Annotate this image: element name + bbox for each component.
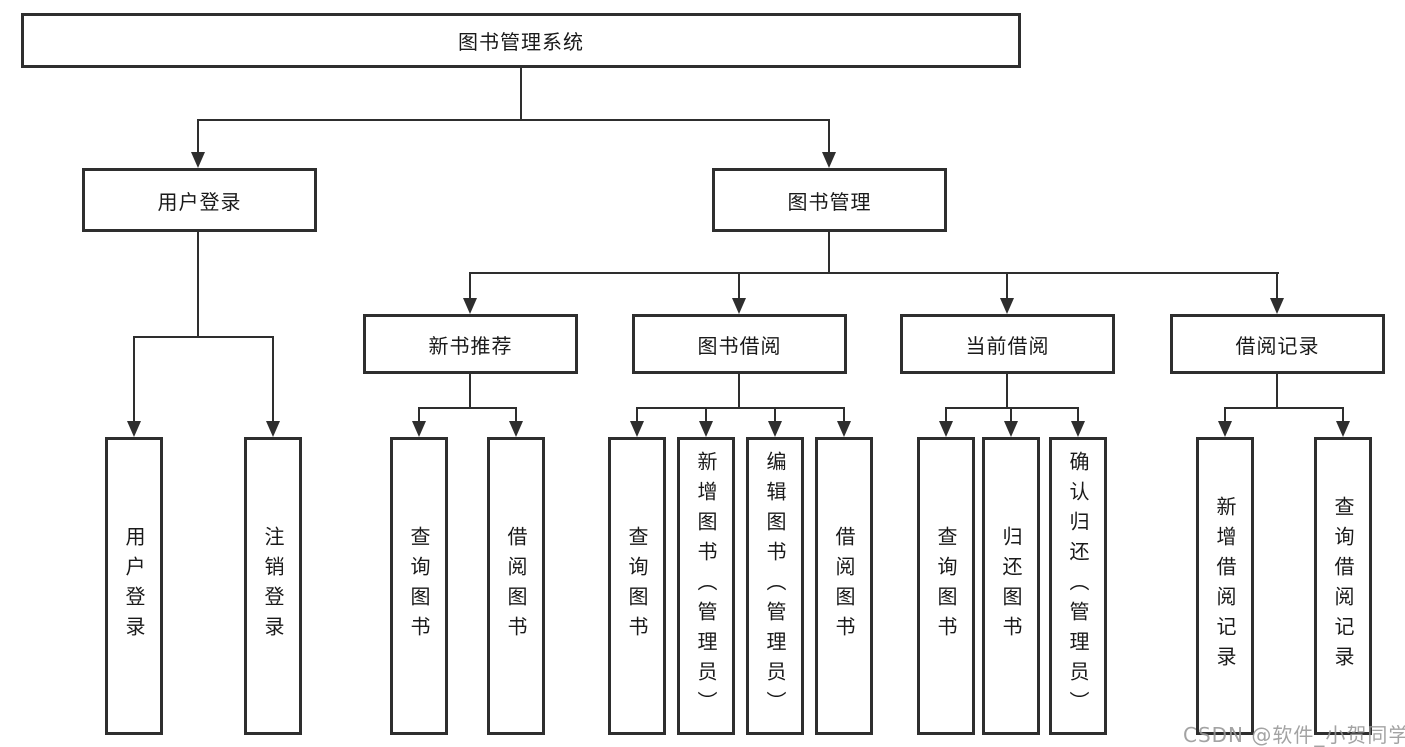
arrow-down-icon	[939, 421, 953, 437]
arrow-down-icon	[699, 421, 713, 437]
connector-vline	[843, 407, 845, 423]
node-user-login: 用户登录	[82, 168, 317, 232]
arrow-down-icon	[412, 421, 426, 437]
connector-hline	[1224, 407, 1344, 409]
arrow-down-icon	[1270, 298, 1284, 314]
connector-vline	[1006, 272, 1008, 302]
connector-vline	[705, 407, 707, 423]
connector-vline	[1010, 407, 1012, 423]
connector-vline	[469, 272, 471, 302]
leaf-label: 新增借阅记录	[1213, 496, 1237, 676]
connector-vline	[774, 407, 776, 423]
leaf-add-borrow-record: 新增借阅记录	[1196, 437, 1254, 735]
leaf-return-books: 归还图书	[982, 437, 1040, 735]
leaf-query-books-borrowing: 查询图书	[608, 437, 666, 735]
arrow-down-icon	[630, 421, 644, 437]
arrow-down-icon	[266, 421, 280, 437]
arrow-down-icon	[1071, 421, 1085, 437]
connector-vline	[1276, 272, 1278, 302]
node-root: 图书管理系统	[21, 13, 1021, 68]
connector-hline	[133, 336, 274, 338]
connector-vline	[515, 407, 517, 423]
leaf-borrow-books-recommend: 借阅图书	[487, 437, 545, 735]
connector-vline	[636, 407, 638, 423]
arrow-down-icon	[768, 421, 782, 437]
connector-vline	[1342, 407, 1344, 423]
connector-vline	[738, 272, 740, 302]
node-new-book-recommendation: 新书推荐	[363, 314, 578, 374]
leaf-label: 新增图书（管理员）	[694, 451, 718, 721]
leaf-borrow-books-borrowing: 借阅图书	[815, 437, 873, 735]
leaf-query-books-current: 查询图书	[917, 437, 975, 735]
leaf-label: 查询图书	[407, 526, 431, 646]
connector-hline	[197, 119, 830, 121]
connector-vline	[197, 232, 199, 336]
arrow-down-icon	[1004, 421, 1018, 437]
arrow-down-icon	[127, 421, 141, 437]
arrow-down-icon	[822, 152, 836, 168]
leaf-confirm-return-admin: 确认归还（管理员）	[1049, 437, 1107, 735]
node-book-borrowing: 图书借阅	[632, 314, 847, 374]
connector-vline	[828, 119, 830, 156]
arrow-down-icon	[732, 298, 746, 314]
arrow-down-icon	[1000, 298, 1014, 314]
arrow-down-icon	[463, 298, 477, 314]
leaf-label: 归还图书	[999, 526, 1023, 646]
connector-vline	[828, 232, 830, 272]
leaf-label: 注销登录	[261, 526, 285, 646]
leaf-edit-books-admin: 编辑图书（管理员）	[746, 437, 804, 735]
node-borrowing-records: 借阅记录	[1170, 314, 1385, 374]
connector-vline	[945, 407, 947, 423]
node-book-management: 图书管理	[712, 168, 947, 232]
watermark: CSDN @软件_小贺同学	[1183, 723, 1405, 747]
connector-vline	[738, 374, 740, 407]
connector-vline	[469, 374, 471, 407]
connector-hline	[945, 407, 1079, 409]
connector-vline	[1006, 374, 1008, 407]
connector-vline	[197, 119, 199, 156]
leaf-label: 用户登录	[122, 526, 146, 646]
node-current-borrowing: 当前借阅	[900, 314, 1115, 374]
leaf-label: 查询图书	[625, 526, 649, 646]
connector-vline	[1224, 407, 1226, 423]
leaf-user-login: 用户登录	[105, 437, 163, 735]
leaf-query-books-recommend: 查询图书	[390, 437, 448, 735]
leaf-logout-login: 注销登录	[244, 437, 302, 735]
connector-vline	[1077, 407, 1079, 423]
connector-vline	[520, 68, 522, 119]
connector-vline	[418, 407, 420, 423]
leaf-label: 借阅图书	[504, 526, 528, 646]
connector-hline	[418, 407, 517, 409]
leaf-label: 查询图书	[934, 526, 958, 646]
connector-vline	[1276, 374, 1278, 407]
connector-vline	[133, 336, 135, 425]
connector-hline	[469, 272, 1279, 274]
leaf-query-borrow-record: 查询借阅记录	[1314, 437, 1372, 735]
leaf-label: 借阅图书	[832, 526, 856, 646]
connector-vline	[272, 336, 274, 425]
leaf-label: 确认归还（管理员）	[1066, 451, 1090, 721]
arrow-down-icon	[191, 152, 205, 168]
leaf-add-books-admin: 新增图书（管理员）	[677, 437, 735, 735]
leaf-label: 查询借阅记录	[1331, 496, 1355, 676]
arrow-down-icon	[509, 421, 523, 437]
arrow-down-icon	[1218, 421, 1232, 437]
leaf-label: 编辑图书（管理员）	[763, 451, 787, 721]
arrow-down-icon	[1336, 421, 1350, 437]
arrow-down-icon	[837, 421, 851, 437]
connector-hline	[636, 407, 845, 409]
